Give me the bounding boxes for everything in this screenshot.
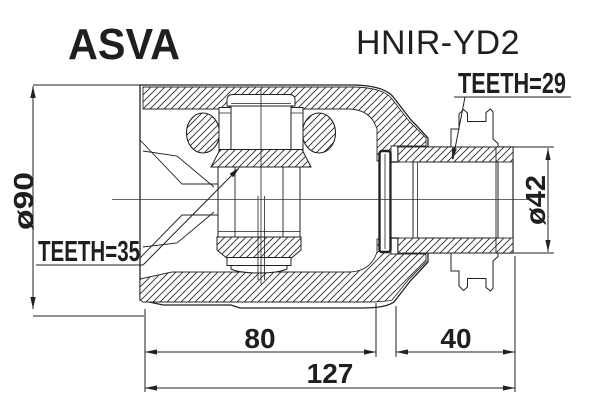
dimension-80-label: 80 [244, 323, 275, 354]
brand-logo: ASVA [68, 20, 180, 69]
housing-cavity-lines [139, 139, 218, 259]
leader-teeth-29 [452, 96, 571, 160]
stub-shaft-outline [390, 146, 514, 254]
dim127-arrow-left [145, 385, 157, 391]
left-roller-hatch [185, 112, 221, 154]
dimension-40 [395, 256, 516, 392]
dim40-arrow-right [503, 349, 515, 355]
dimension-diameter-90 [30, 84, 144, 317]
dim127-arrow-right [503, 385, 515, 391]
tripod-assembly [185, 89, 337, 284]
teeth-35-label: TEETH=35 [38, 236, 140, 268]
dim80-arrow-left [145, 349, 157, 355]
boot-groove-top [450, 108, 499, 148]
dim90-arrow-down [30, 297, 36, 309]
shaft-bore-lines [257, 196, 265, 280]
housing-top-wall-hatch [142, 86, 427, 162]
dimension-diameter-42 [513, 146, 554, 254]
dimension-127-label: 127 [307, 358, 354, 389]
spider-lower-hatch [216, 236, 302, 258]
diameter-90-label: ø90 [8, 172, 39, 230]
dimension-127 [145, 385, 515, 391]
teeth35-leader-line [142, 168, 239, 266]
boot-groove-bottom [450, 252, 499, 292]
dim42-arrow-up [545, 148, 551, 160]
dim40-arrow-left [396, 349, 408, 355]
housing-bottom-wall-hatch [139, 238, 427, 303]
diameter-42-label: ø42 [520, 175, 551, 225]
leader-teeth-35 [36, 167, 240, 266]
shaft-lower-step [226, 257, 292, 266]
part-number-label: HNIR-YD2 [356, 24, 520, 62]
teeth29-arrowhead [452, 147, 457, 160]
shaft-lower-tip [230, 265, 288, 274]
dim80-arrow-right [364, 349, 376, 355]
teeth-29-label: TEETH=29 [458, 68, 566, 100]
dimension-40-label: 40 [440, 323, 471, 354]
right-roller-hatch [301, 112, 337, 154]
dim90-arrow-up [30, 86, 36, 98]
teeth35-arrowhead [229, 167, 240, 178]
inner-spline-lines [234, 167, 284, 237]
dim42-arrow-down [545, 240, 551, 252]
dimension-80 [144, 303, 377, 392]
inner-spline-section [217, 166, 301, 238]
stub-shaft [390, 108, 514, 292]
stub-bore [412, 161, 499, 239]
